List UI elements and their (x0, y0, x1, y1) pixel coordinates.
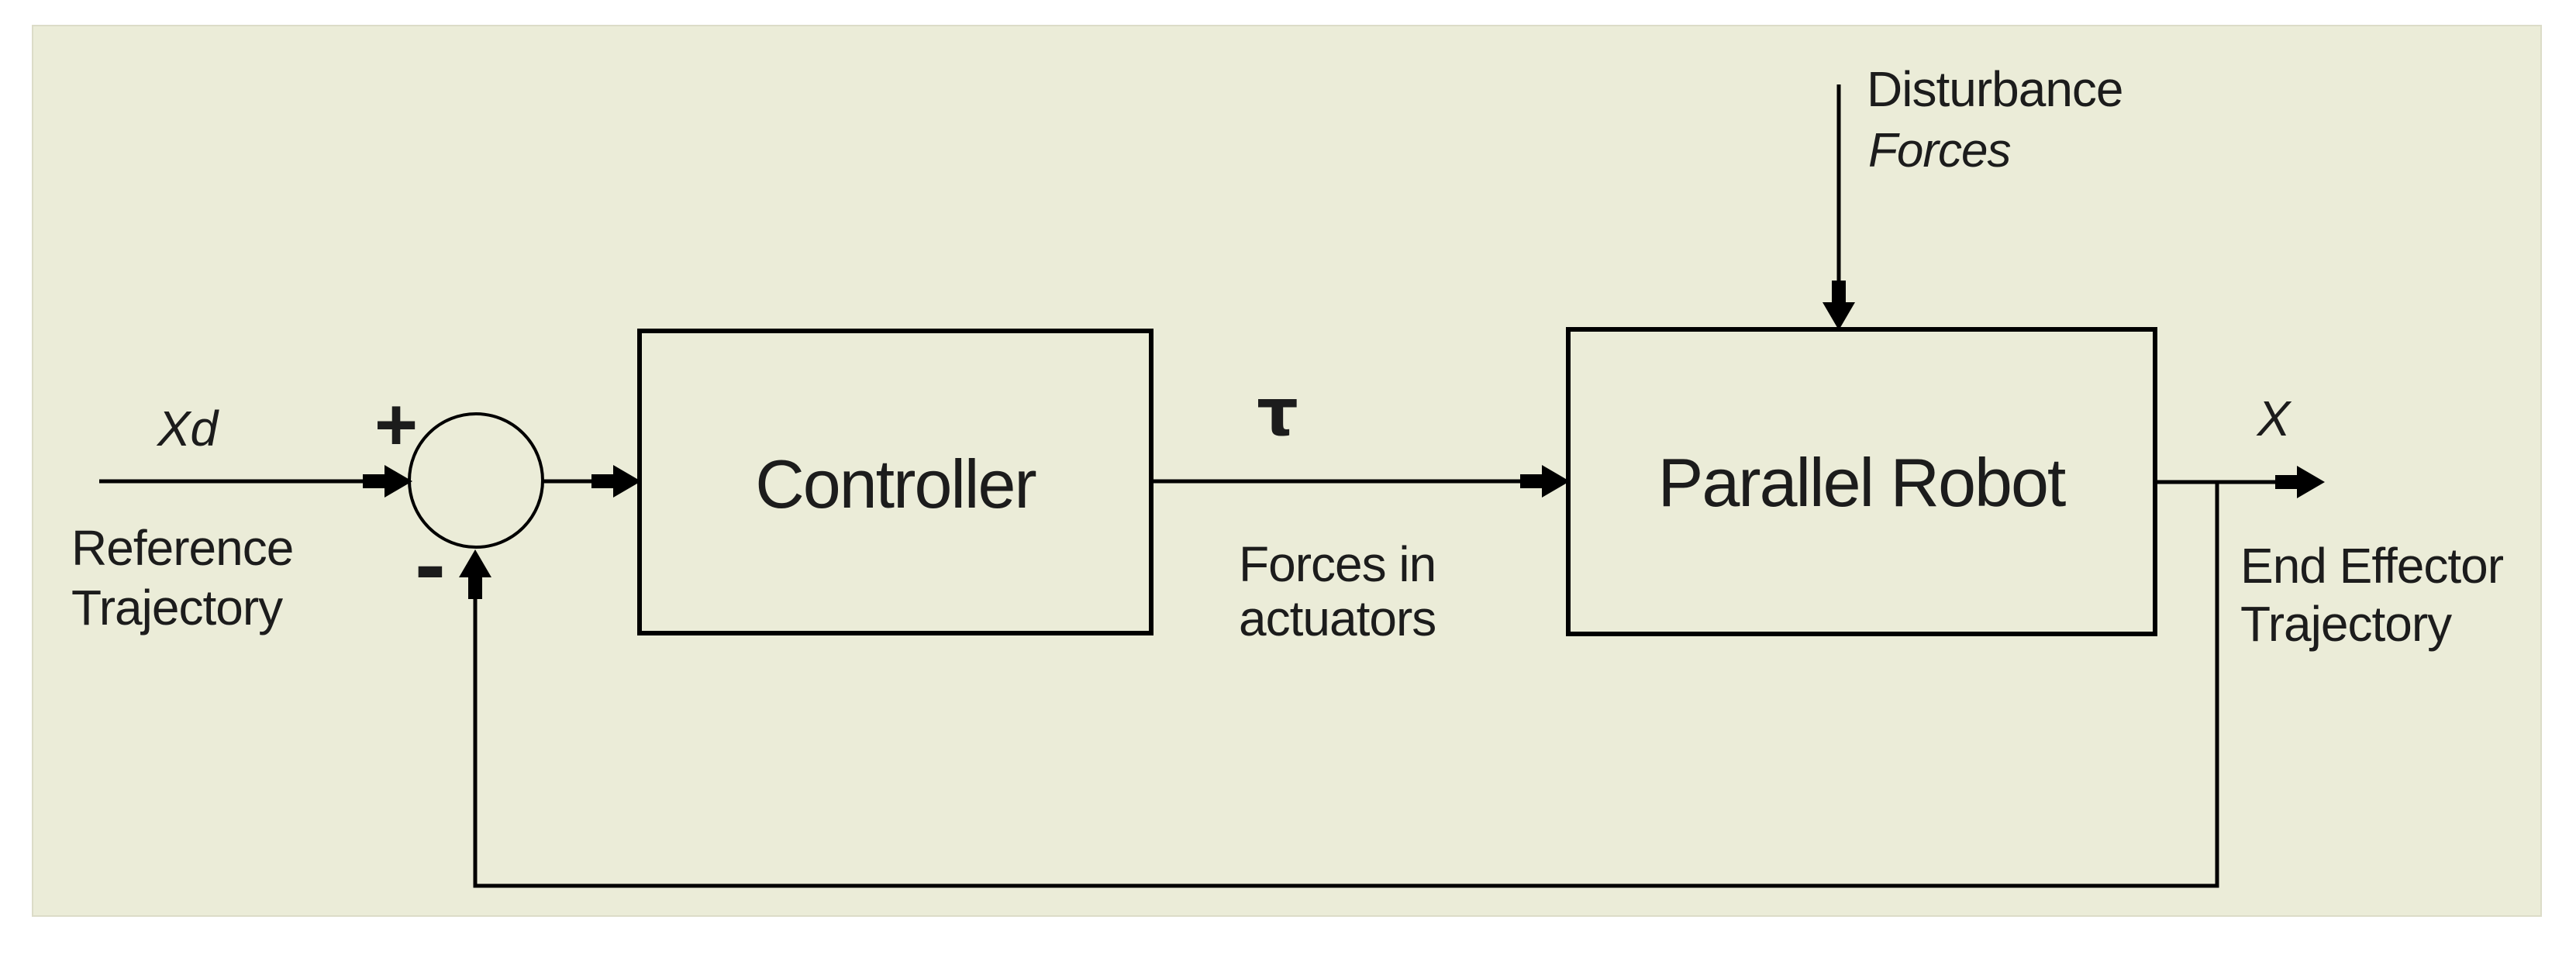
plant-label: Parallel Robot (1658, 444, 2066, 521)
output-caption-line1: End Effector (2240, 538, 2504, 594)
disturbance-caption-line2: Forces (1868, 124, 2010, 177)
control-caption-line1: Forces in (1239, 536, 1436, 592)
reference-caption-line2: Trajectory (71, 580, 283, 635)
reference-arrowhead-icon (363, 465, 412, 498)
summing-junction-circle (408, 412, 544, 549)
reference-signal-label: Xd (156, 401, 220, 456)
control-signal-label: τ (1257, 374, 1298, 450)
output-signal-label: X (2256, 391, 2292, 446)
plant-arrowhead-icon (1520, 465, 1570, 498)
output-caption-line2: Trajectory (2240, 596, 2452, 652)
disturbance-arrowhead-icon (1823, 281, 1855, 330)
controller-label: Controller (755, 446, 1036, 522)
disturbance-caption-line1: Disturbance (1867, 61, 2123, 117)
sum-minus-sign: - (415, 512, 446, 616)
feedback-line (473, 482, 2219, 888)
controller-arrowhead-icon (591, 465, 641, 498)
sum-plus-sign: + (374, 384, 418, 467)
diagram-panel (32, 25, 2542, 917)
control-caption-line2: actuators (1239, 591, 1436, 646)
feedback-arrowhead-icon (459, 549, 491, 599)
output-arrowhead-icon (2275, 466, 2325, 498)
reference-caption-line1: Reference (71, 520, 293, 576)
